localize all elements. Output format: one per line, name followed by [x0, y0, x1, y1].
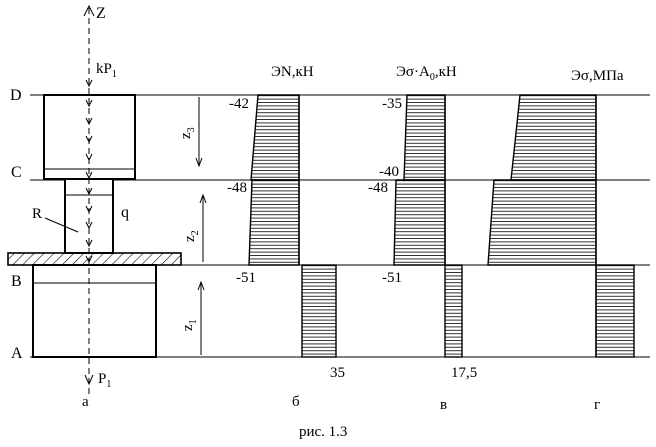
plot-v-value-bot3: -40 [379, 164, 399, 180]
arrowhead [85, 117, 93, 126]
plot-b-title: ЭN,кН [271, 64, 314, 80]
dim-z1-arrow [197, 280, 205, 291]
plot-b-fill-z3 [250, 94, 300, 181]
hatched-plate [7, 252, 182, 266]
zone-label-z2: z2 [182, 230, 201, 242]
section-label-d: D [10, 87, 22, 104]
arrowhead [85, 205, 93, 214]
plot-v-fill-z3 [403, 94, 446, 181]
plot-v-value-top1: -51 [382, 270, 402, 286]
section-label-b: B [11, 273, 22, 290]
plot-v-value-top3: -35 [382, 96, 402, 112]
plot-b-value-top3: -42 [229, 96, 249, 112]
arrowhead [85, 79, 93, 88]
plot-v [393, 94, 463, 358]
load-top-label: kP1 [96, 61, 117, 80]
plot-g [487, 94, 635, 358]
plot-b-fill-z2 [248, 179, 300, 266]
plot-b [248, 94, 337, 358]
arrowhead [85, 239, 93, 248]
plot-b-value-bottom: 35 [330, 365, 345, 381]
plot-g-fill-z3 [510, 94, 597, 181]
plot-b-value-top2: -48 [227, 180, 247, 196]
z-axis-arrowhead [83, 4, 95, 17]
panel-letter-v: в [440, 397, 447, 413]
panel-letter-g: г [594, 397, 600, 413]
arrowhead [85, 99, 93, 108]
plot-v-value-bottom: 17,5 [451, 365, 477, 381]
z-axis-label: Z [96, 5, 106, 22]
plot-v-value-top2: -48 [368, 180, 388, 196]
arrowhead [85, 153, 93, 162]
radius-leader [44, 217, 79, 233]
panel-letter-a: а [82, 394, 89, 410]
plot-v-title: Эσ·A0,кН [396, 64, 457, 83]
radius-label: R [32, 206, 42, 222]
plot-b-value-top1: -51 [236, 270, 256, 286]
plot-g-fill-z1 [595, 264, 635, 358]
plot-v-fill-z1 [444, 264, 463, 358]
dim-z3-arrow [195, 157, 203, 168]
zone-label-z3: z3 [178, 127, 197, 139]
arrowhead [85, 255, 93, 264]
load-arrows [84, 79, 94, 386]
load-bottom-label: P1 [98, 371, 111, 390]
zone-label-z1: z1 [180, 319, 199, 331]
dim-z2-arrow [199, 193, 207, 204]
plot-g-title: Эσ,МПа [571, 68, 624, 84]
figure-caption: рис. 1.3 [299, 424, 347, 440]
section-label-c: C [11, 164, 22, 181]
structure-sketch [7, 94, 182, 358]
panel-letter-b: б [292, 394, 300, 410]
load-q-label: q [121, 204, 129, 221]
arrowhead [85, 221, 93, 230]
plot-b-fill-z1 [301, 264, 337, 358]
bottom-block [32, 264, 157, 358]
section-label-a: A [11, 345, 23, 362]
plot-g-fill-z2 [487, 179, 597, 266]
arrowhead [85, 171, 93, 180]
top-block [43, 94, 136, 180]
arrowhead [85, 135, 93, 144]
arrowhead [85, 187, 93, 196]
dimension-lines [195, 97, 207, 355]
plot-v-fill-z2 [393, 179, 446, 266]
arrowhead-bottom [84, 374, 94, 386]
